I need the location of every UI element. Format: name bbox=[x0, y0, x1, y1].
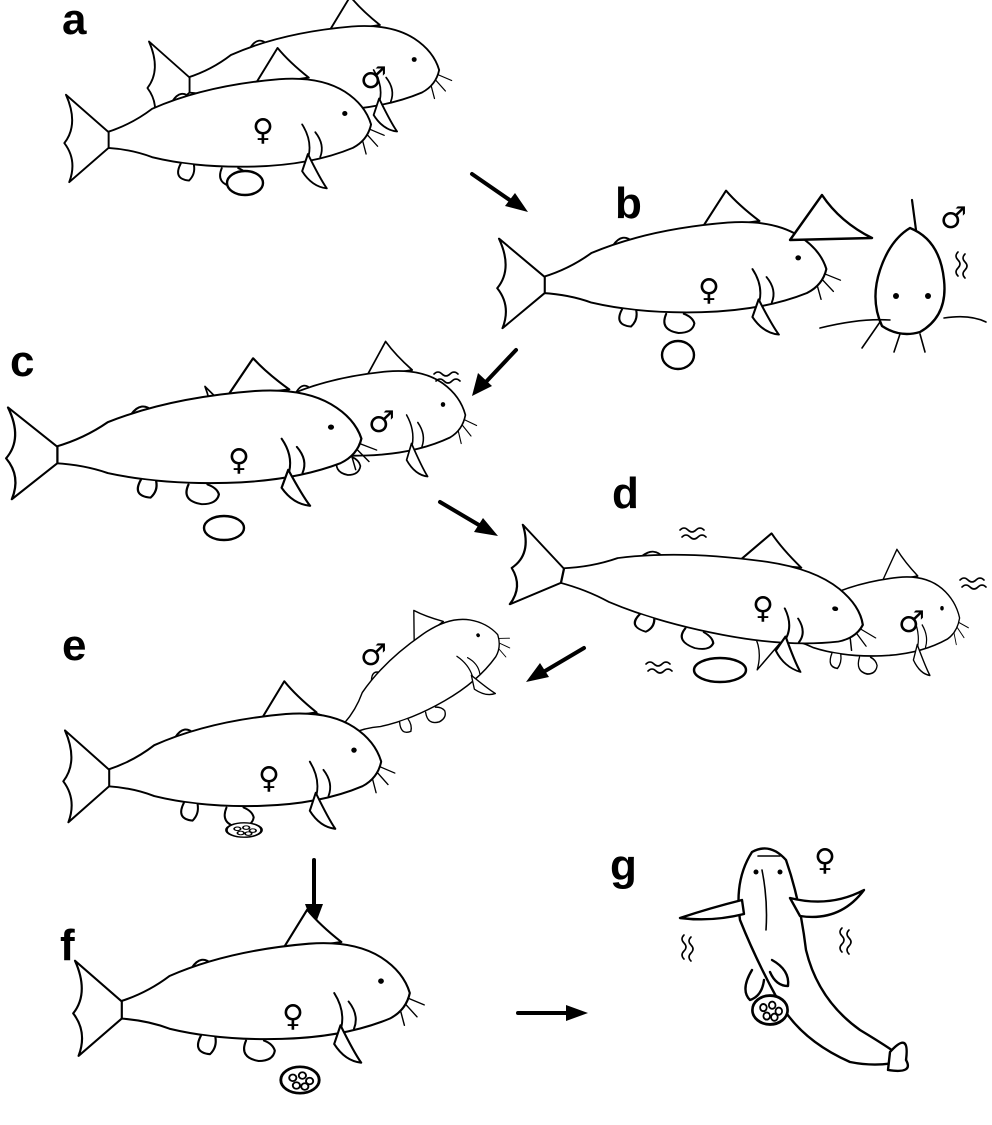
male-symbol-b: ♂ bbox=[940, 201, 967, 236]
arrow-d-to-e bbox=[526, 648, 584, 682]
panel-c: c ♂ ♀ bbox=[6, 337, 477, 540]
panel-label-a: a bbox=[62, 0, 87, 44]
female-symbol-b: ♀ bbox=[698, 273, 720, 308]
female-symbol-g: ♀ bbox=[814, 843, 836, 878]
male-symbol-c: ♂ bbox=[368, 405, 395, 440]
male-symbol-a: ♂ bbox=[360, 61, 387, 96]
panel-g: g ♀ bbox=[610, 841, 908, 1071]
panel-a: a ♂ ♀ bbox=[62, 0, 452, 195]
female-fish-b bbox=[497, 191, 840, 335]
female-symbol-f: ♀ bbox=[282, 999, 304, 1034]
panel-label-d: d bbox=[612, 469, 639, 518]
pebble-a bbox=[227, 171, 263, 195]
egg-cluster-g bbox=[752, 996, 787, 1025]
female-symbol-a: ♀ bbox=[252, 113, 274, 148]
female-fish-e bbox=[63, 681, 395, 829]
arrow-b-to-c bbox=[472, 350, 516, 396]
female-fish-f bbox=[73, 910, 424, 1063]
female-symbol-d: ♀ bbox=[752, 591, 774, 626]
female-fish-top-g bbox=[680, 848, 908, 1070]
panel-b: b ♀ ♂ bbox=[497, 179, 986, 369]
pebble-d bbox=[694, 658, 746, 682]
arrow-f-to-g bbox=[518, 1005, 588, 1021]
egg-cluster-f bbox=[281, 1067, 319, 1093]
arrow-c-to-d bbox=[440, 502, 498, 536]
panel-e: e ♂ ♀ bbox=[62, 577, 529, 837]
egg-cluster-e bbox=[226, 823, 261, 837]
arrow-a-to-b bbox=[472, 174, 528, 212]
panel-label-b: b bbox=[615, 179, 642, 228]
pebble-b bbox=[662, 341, 694, 369]
panel-f: f ♀ bbox=[60, 910, 424, 1093]
male-symbol-d: ♂ bbox=[898, 605, 925, 640]
female-symbol-c: ♀ bbox=[228, 443, 250, 478]
panel-label-e: e bbox=[62, 621, 86, 670]
panel-label-c: c bbox=[10, 337, 34, 386]
female-fish-c bbox=[6, 358, 377, 506]
pebble-c bbox=[204, 516, 244, 540]
panel-label-f: f bbox=[60, 921, 75, 970]
male-symbol-e: ♂ bbox=[360, 638, 387, 673]
female-symbol-e: ♀ bbox=[258, 761, 280, 796]
panel-label-g: g bbox=[610, 841, 637, 890]
